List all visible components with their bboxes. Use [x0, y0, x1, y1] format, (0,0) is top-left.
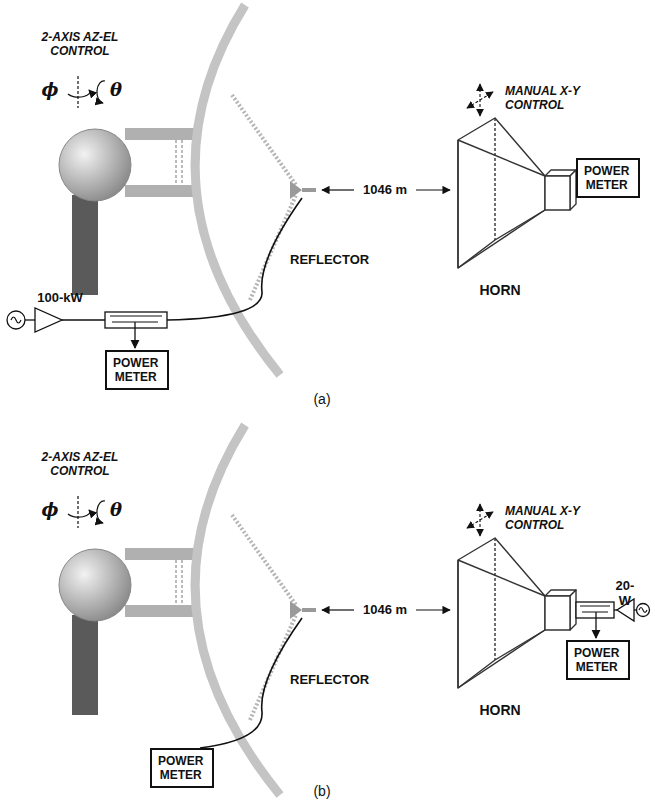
- wire: [25, 319, 35, 320]
- coupler-line: [110, 316, 162, 317]
- coupled-port-arrow: [595, 612, 596, 638]
- meter-label: POWER METER: [113, 356, 158, 384]
- elevation-symbol: θ: [110, 80, 122, 100]
- horn-transmit-chain: [200, 599, 650, 748]
- meter-label: POWER METER: [584, 164, 629, 192]
- wire: [62, 319, 105, 320]
- sine-symbol: [11, 317, 21, 323]
- power-rating: 100-kW: [37, 290, 83, 305]
- control-label: 2-AXIS AZ-EL CONTROL: [25, 30, 135, 58]
- coupled-port-arrow: [134, 322, 135, 348]
- azimuth-symbol: ϕ: [42, 80, 59, 100]
- distance-label: 1046 m: [363, 602, 407, 617]
- part-label: REFLECTOR: [290, 672, 369, 687]
- distance-label: 1046 m: [363, 182, 407, 197]
- feed-cable: [200, 618, 302, 748]
- power-meter-box: POWER METER: [150, 748, 214, 788]
- power-rating: 20-W: [610, 578, 640, 608]
- signal-source: [7, 311, 25, 329]
- part-label: REFLECTOR: [290, 252, 369, 267]
- part-label: HORN: [479, 702, 520, 718]
- feed-cable: [167, 198, 302, 320]
- azimuth-symbol: ϕ: [42, 500, 59, 520]
- panel-label: (b): [313, 784, 330, 799]
- sine-symbol: [639, 608, 647, 613]
- control-label: 2-AXIS AZ-EL CONTROL: [25, 450, 135, 478]
- panel-b-setup: [59, 425, 576, 795]
- power-meter-box: POWER METER: [576, 158, 640, 198]
- panel-a-setup: [59, 5, 576, 375]
- directional-coupler: [576, 602, 614, 618]
- signal-source: [637, 604, 650, 617]
- part-label: HORN: [479, 282, 520, 298]
- transmit-chain: [7, 198, 302, 348]
- directional-coupler: [105, 312, 167, 328]
- control-label: MANUAL X-Y CONTROL: [505, 504, 595, 532]
- elevation-symbol: θ: [110, 500, 122, 520]
- meter-label: POWER METER: [158, 754, 203, 782]
- panel-label: (a): [313, 392, 330, 407]
- meter-label: POWER METER: [574, 646, 619, 674]
- coupler-line: [580, 606, 610, 607]
- amplifier-symbol: [35, 308, 62, 332]
- control-label: MANUAL X-Y CONTROL: [505, 84, 595, 112]
- coupler-line: [582, 612, 608, 613]
- power-meter-box: POWER METER: [105, 350, 169, 390]
- power-meter-box: POWER METER: [566, 640, 630, 680]
